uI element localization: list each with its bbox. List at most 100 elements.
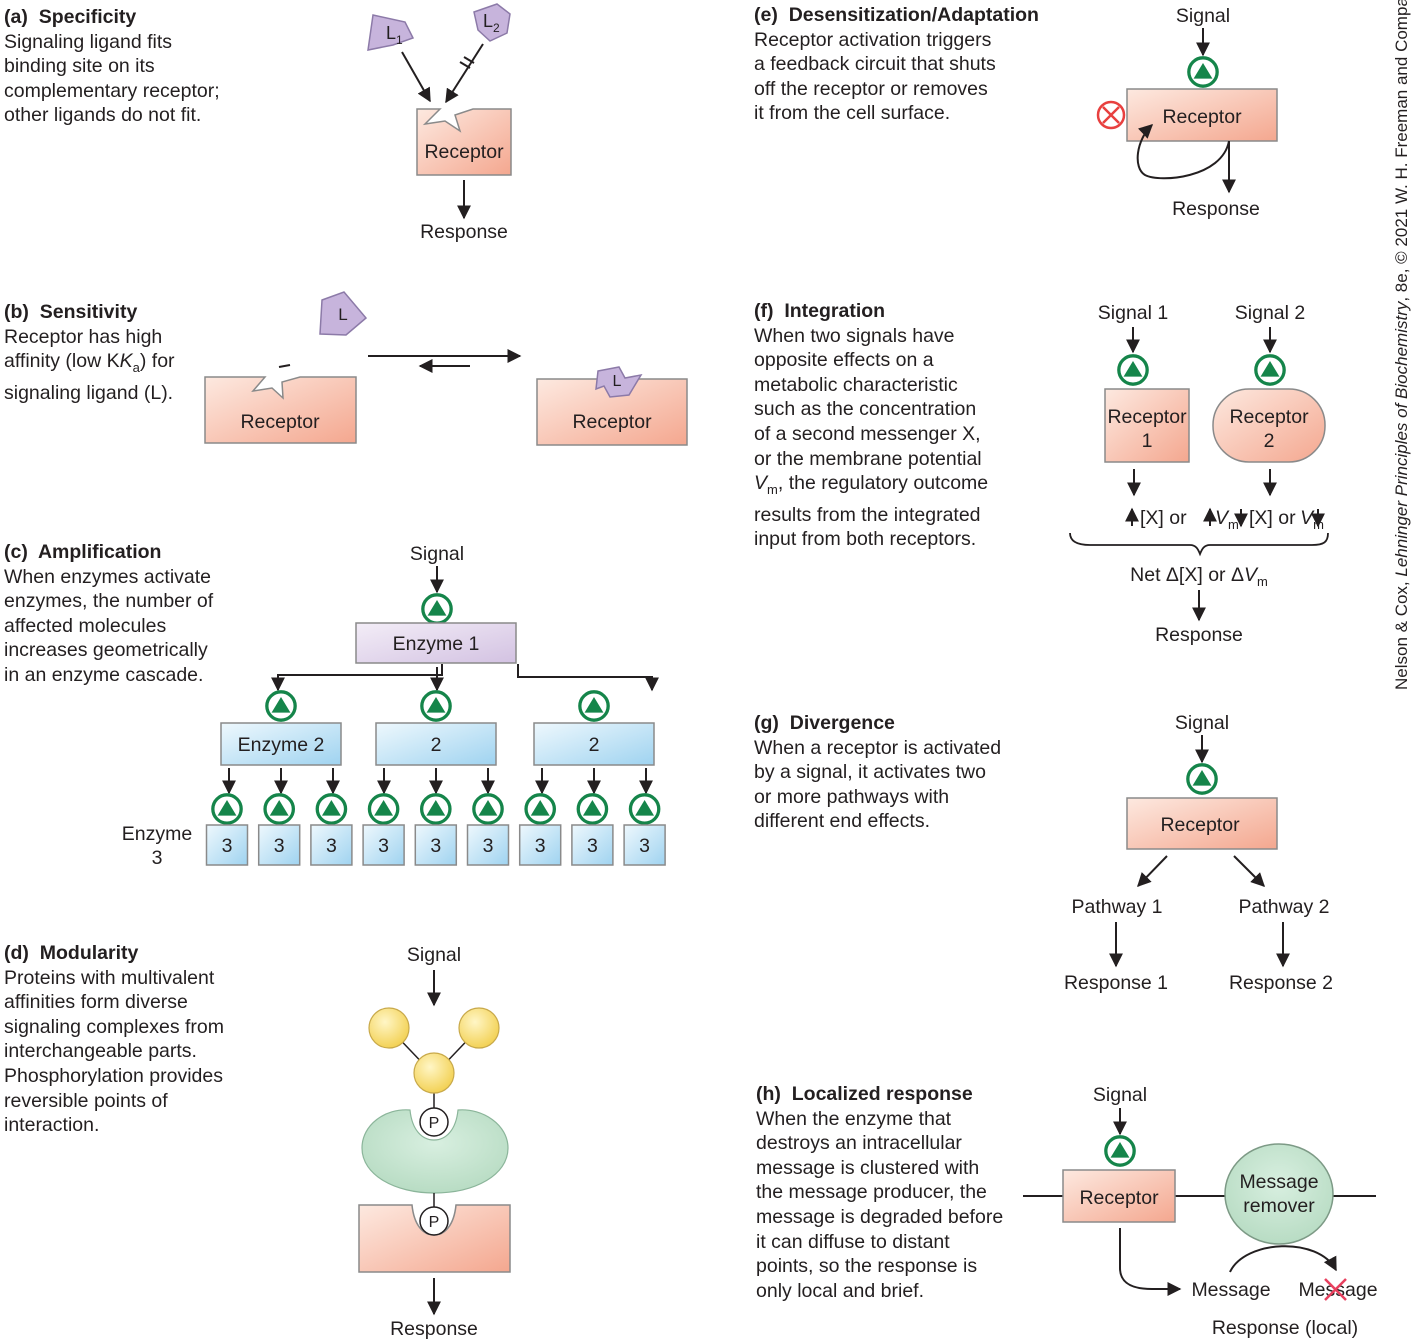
panel-f-text-line: When two signals have	[754, 324, 955, 347]
pathway2-label: Pathway 2	[1238, 896, 1329, 918]
feedback-loop-arrow	[1136, 124, 1230, 180]
phosphate-label: P	[429, 1214, 440, 1231]
destroyed-x-icon	[1324, 1278, 1347, 1301]
vm-decrease-text: Vm	[1300, 507, 1324, 532]
panel-h-text-line: destroys an intracellular	[756, 1132, 962, 1155]
arrow-l1-to-receptor	[401, 51, 431, 103]
enzyme1-box	[355, 622, 517, 664]
panel-h-text-line: only local and brief.	[756, 1279, 925, 1302]
panel-a-description: (a) Specificity Signaling ligand fits bi…	[4, 5, 220, 128]
activation-icon	[211, 793, 243, 825]
activation-icon	[1104, 1135, 1136, 1167]
receptor2-box	[1212, 388, 1326, 463]
panel-f-text-line: opposite effects on a	[754, 349, 934, 372]
enzyme3-box	[466, 824, 510, 866]
receptor-bound-label: Receptor	[572, 411, 652, 433]
receptor-box	[1126, 797, 1278, 850]
panel-f-text-line: input from both receptors.	[754, 528, 977, 551]
panel-g-description: (g) Divergence When a receptor is activa…	[754, 711, 1001, 834]
enzyme3-box	[310, 824, 353, 866]
activation-icon	[419, 793, 452, 825]
panel-c-text-line: in an enzyme cascade.	[4, 663, 204, 686]
signal-label: Signal	[407, 944, 461, 966]
panel-a-heading: (a) Specificity	[4, 6, 137, 28]
panel-b-text-line: Receptor has high	[4, 325, 163, 348]
enzyme2-box	[533, 722, 655, 766]
enzyme2-box	[375, 722, 497, 766]
panel-h-text-line: it can diffuse to distant	[756, 1230, 950, 1253]
yellow-module	[458, 1007, 500, 1049]
phosphate-label: P	[429, 1115, 440, 1132]
message-remover-label: remover	[1243, 1195, 1315, 1217]
panel-h-text-line: message is degraded before	[756, 1205, 1004, 1228]
enzyme3-box	[205, 824, 249, 866]
panel-d-text-line: Phosphorylation provides	[4, 1064, 223, 1087]
enzyme3-label: 3	[535, 835, 546, 857]
arrow-l2-to-receptor	[445, 43, 484, 104]
panel-d-text-line: interaction.	[4, 1114, 100, 1137]
receptor1-label: Receptor	[1107, 406, 1187, 428]
receptor-label: Receptor	[1079, 1187, 1159, 1209]
enzyme3-box	[623, 824, 666, 866]
panel-c-text-line: When enzymes activate	[4, 565, 212, 588]
activation-icon	[420, 690, 452, 722]
panel-c-text-line: increases geometrically	[4, 639, 208, 662]
panel-d-text-line: reversible points of	[4, 1089, 168, 1112]
ligand-bound-label: L	[613, 373, 622, 390]
enzyme3-label: 3	[222, 835, 233, 857]
pathway1-label: Pathway 1	[1071, 896, 1162, 918]
phosphate-group	[419, 1107, 449, 1137]
signal-label: Signal	[410, 543, 464, 565]
activation-icon	[524, 793, 557, 825]
receptor-box	[204, 376, 357, 444]
panel-g-text-line: When a receptor is activated	[754, 736, 1002, 759]
panel-f-text-line: metabolic characteristic	[754, 373, 958, 396]
enzyme3-box	[414, 824, 458, 866]
panel-g-heading: (g) Divergence	[754, 712, 895, 734]
enzyme3-label: 3	[483, 835, 494, 857]
activation-icon	[576, 793, 609, 825]
signal1-label: Signal 1	[1098, 302, 1168, 324]
yellow-module	[368, 1007, 410, 1049]
yellow-module	[413, 1052, 455, 1094]
enzyme2-box	[220, 722, 342, 766]
panel-h-description: (h) Localized response When the enzyme t…	[756, 1082, 1003, 1303]
inhibit-icon-cross	[1102, 106, 1120, 124]
phosphate-group	[419, 1206, 449, 1236]
receptor2-number: 2	[1264, 430, 1275, 452]
activation-icon	[263, 793, 296, 825]
panel-e-description: (e) Desensitization/Adaptation Receptor …	[754, 3, 1039, 126]
panel-f-text-line: of a second messenger X,	[754, 422, 981, 445]
receptor1-box	[1104, 388, 1190, 463]
enzyme2-label: Enzyme 2	[238, 734, 325, 756]
enzyme3-box	[362, 824, 405, 866]
destroyed-message-label: Message	[1298, 1279, 1377, 1301]
block-mark	[459, 61, 471, 69]
panel-g-diagram: Signal Receptor Pathway 1 Pathway 2 Resp…	[1064, 712, 1333, 994]
panel-g-text-line: by a signal, it activates two	[754, 761, 986, 784]
panel-d-heading: (d) Modularity	[4, 942, 139, 964]
enzyme2-label: 2	[589, 734, 600, 756]
enzyme3-row-label: 3	[152, 847, 163, 869]
panel-e-text-line: off the receptor or removes	[754, 77, 988, 100]
panel-h-diagram: Signal Receptor Message remover Message …	[1023, 1084, 1378, 1339]
ligand-approach-mark	[278, 364, 291, 368]
panel-b-description: (b) Sensitivity Receptor has high affini…	[4, 300, 175, 405]
panel-d-description: (d) Modularity Proteins with multivalent…	[4, 941, 224, 1138]
receptor-label: Receptor	[1162, 106, 1242, 128]
panel-c-text-line: enzymes, the number of	[4, 590, 214, 613]
panel-a-text-line: complementary receptor;	[4, 79, 220, 102]
enzyme3-label: 3	[326, 835, 337, 857]
activation-icon	[628, 793, 661, 825]
receptor-box	[416, 108, 512, 176]
activation-icon	[578, 690, 610, 722]
response-label: Response	[1172, 198, 1260, 220]
enzyme3-box	[518, 824, 562, 866]
response1-label: Response 1	[1064, 972, 1168, 994]
panel-a-text-line: Signaling ligand fits	[4, 30, 173, 53]
panel-b-text-line: affinity (low KKa) for	[4, 350, 175, 376]
enzyme3-label: 3	[430, 835, 441, 857]
panel-h-heading: (h) Localized response	[756, 1083, 973, 1105]
